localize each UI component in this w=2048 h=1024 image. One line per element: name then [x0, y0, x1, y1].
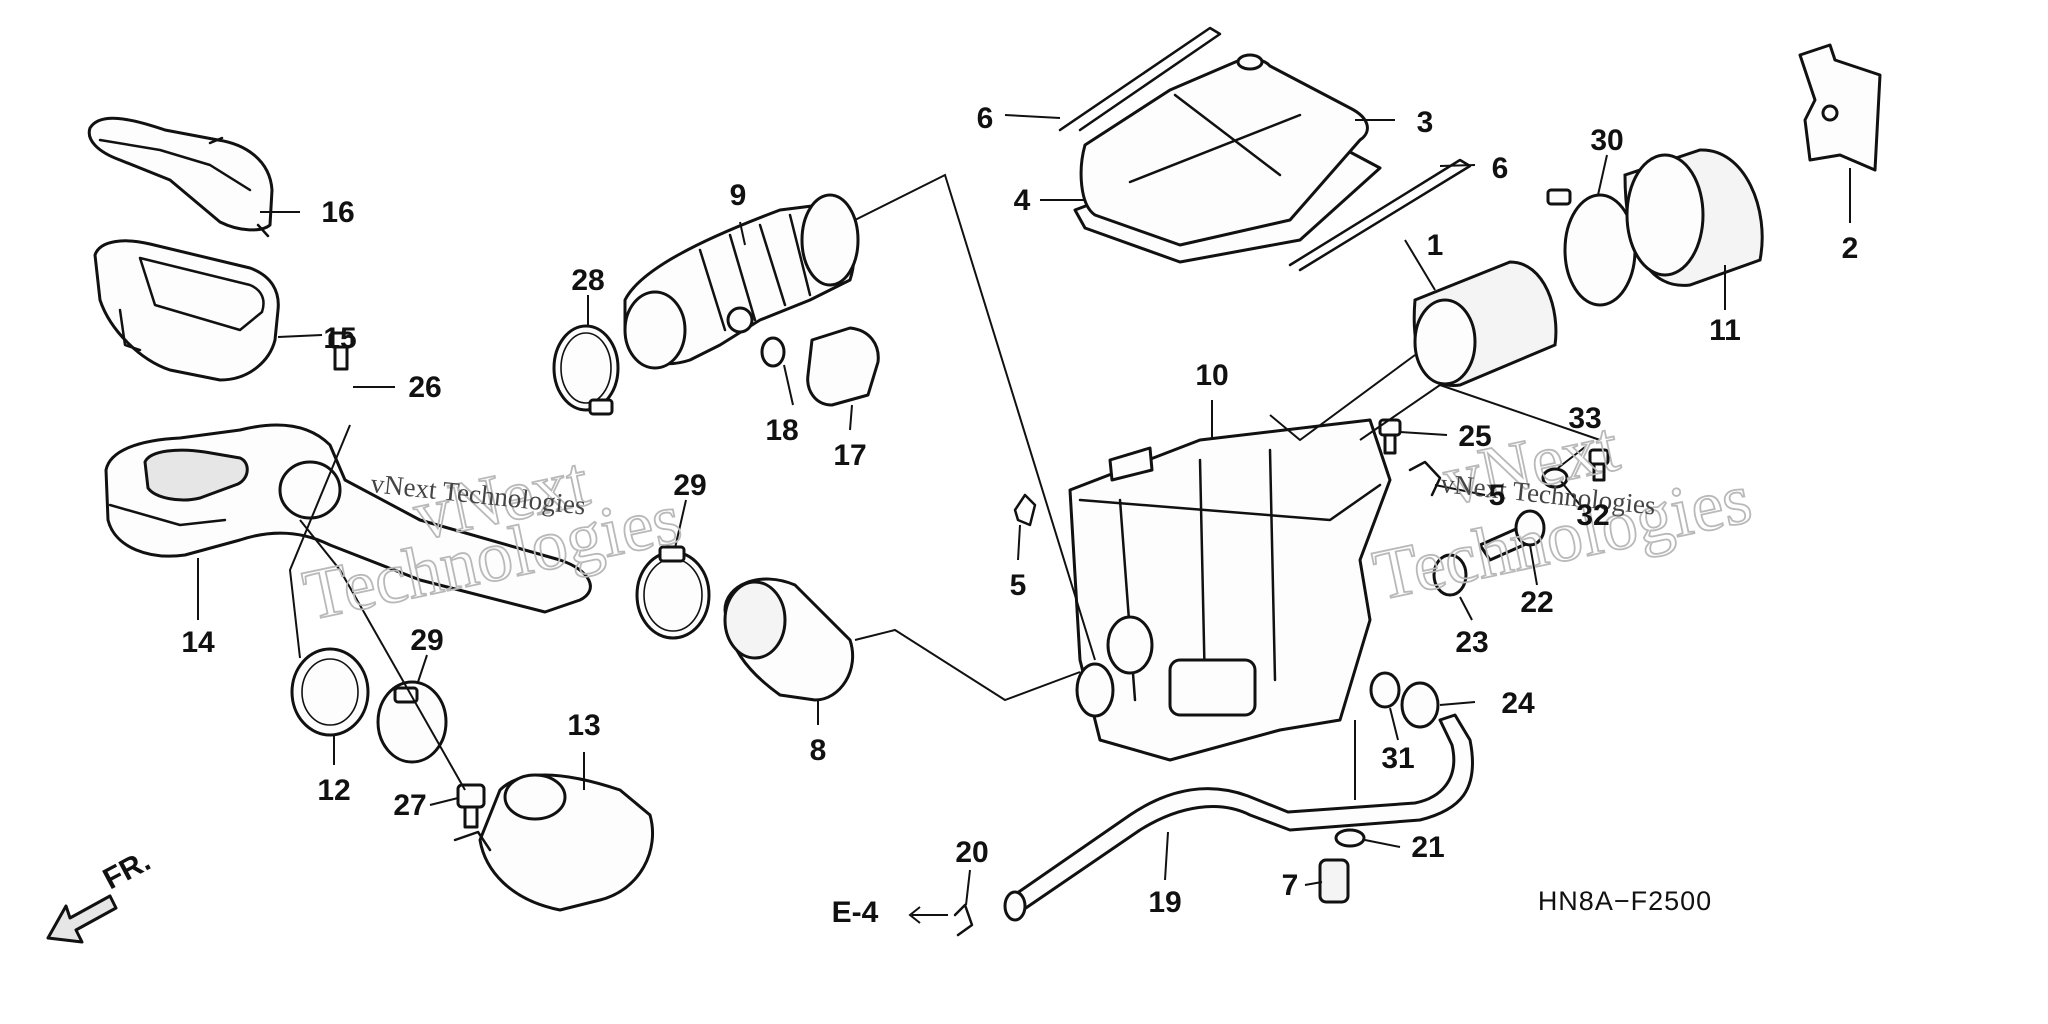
callout-25: 25	[1458, 420, 1491, 453]
callout-22: 22	[1520, 586, 1553, 619]
part-13-inlet	[453, 773, 655, 912]
callout-11: 11	[1709, 314, 1741, 347]
part-2-bracket	[1798, 43, 1882, 172]
part-19-drain-tube	[1003, 713, 1475, 922]
callout-5-right: 5	[1489, 479, 1506, 512]
part-24-grommet	[1400, 681, 1440, 729]
reference-arrow-icon	[908, 906, 948, 924]
callout-27: 27	[393, 789, 426, 822]
callout-33: 33	[1568, 402, 1601, 435]
part-31-grommet	[1369, 671, 1401, 709]
callout-21: 21	[1411, 831, 1444, 864]
connection-lines	[288, 173, 1601, 800]
front-arrow-icon	[46, 894, 118, 944]
part-16-duct-cover	[87, 116, 274, 238]
parts-layer	[87, 26, 1882, 937]
callout-3: 3	[1417, 106, 1434, 139]
callout-labels: 1 2 3 4 5 5 6 6 7 8 9 10 11 12 13 14 15 …	[181, 102, 1858, 919]
callout-31: 31	[1381, 742, 1414, 775]
part-6-wire-clip-lower	[1288, 158, 1472, 272]
part-15-cowl	[93, 239, 280, 382]
part-14-air-duct	[104, 423, 592, 614]
callout-19: 19	[1148, 886, 1181, 919]
part-28-hose-clamp	[552, 324, 620, 416]
part-5-clip-left	[1013, 493, 1037, 527]
callout-29-lower: 29	[410, 624, 443, 657]
part-9-intake-boot	[623, 193, 860, 370]
callout-7: 7	[1282, 869, 1299, 902]
part-27-bolt	[456, 783, 486, 829]
callout-20: 20	[955, 836, 988, 869]
part-29-clamp-lower	[376, 680, 448, 764]
part-18-clip	[760, 336, 786, 368]
part-23-grommet	[1432, 553, 1468, 597]
part-1-inner-filter	[1412, 260, 1558, 388]
part-12-grommet	[290, 647, 370, 737]
callout-32: 32	[1576, 499, 1609, 532]
part-7-drain-plug	[1318, 858, 1350, 904]
part-10-cleaner-case	[1068, 418, 1392, 762]
callout-14: 14	[181, 626, 215, 659]
callout-24: 24	[1501, 687, 1535, 720]
callout-30: 30	[1590, 124, 1623, 157]
callout-6-lower: 6	[1492, 152, 1509, 185]
callout-10: 10	[1195, 359, 1228, 392]
part-22-drain-bolt	[1478, 509, 1546, 562]
part-30-hose-clamp	[1546, 188, 1637, 307]
callout-5-left: 5	[1010, 569, 1027, 602]
callout-13: 13	[567, 709, 600, 742]
part-21-clip	[1334, 828, 1366, 848]
section-reference: E-4	[832, 896, 948, 929]
part-5-clip-right	[1408, 460, 1442, 497]
callout-12: 12	[317, 774, 350, 807]
callout-1: 1	[1427, 229, 1444, 262]
front-label: FR.	[98, 844, 156, 896]
part-11-outer-filter	[1623, 148, 1764, 287]
diagram-code: HN8A−F2500	[1538, 886, 1712, 916]
part-20-clip	[953, 903, 974, 937]
callout-4: 4	[1014, 184, 1031, 217]
callout-9: 9	[730, 179, 747, 212]
callout-16: 16	[321, 196, 354, 229]
front-indicator: FR.	[46, 844, 156, 944]
part-8-funnel	[723, 577, 855, 702]
callout-29-upper: 29	[673, 469, 706, 502]
part-26-clip	[328, 331, 354, 371]
callout-28: 28	[571, 264, 604, 297]
reference-label: E-4	[832, 896, 879, 929]
callout-15: 15	[323, 322, 356, 355]
part-17-box	[806, 326, 880, 407]
callout-6-upper: 6	[977, 102, 994, 135]
part-6-wire-clip-upper	[1058, 26, 1222, 132]
callout-leaders	[197, 114, 1851, 906]
callout-26: 26	[408, 371, 441, 404]
part-32-screw	[1588, 448, 1610, 482]
callout-23: 23	[1455, 626, 1488, 659]
part-29-clamp-upper	[635, 545, 711, 640]
callout-17: 17	[833, 439, 866, 472]
part-3-lid	[1079, 53, 1369, 247]
callout-18: 18	[765, 414, 798, 447]
callout-2: 2	[1842, 232, 1859, 265]
callout-8: 8	[810, 734, 827, 767]
